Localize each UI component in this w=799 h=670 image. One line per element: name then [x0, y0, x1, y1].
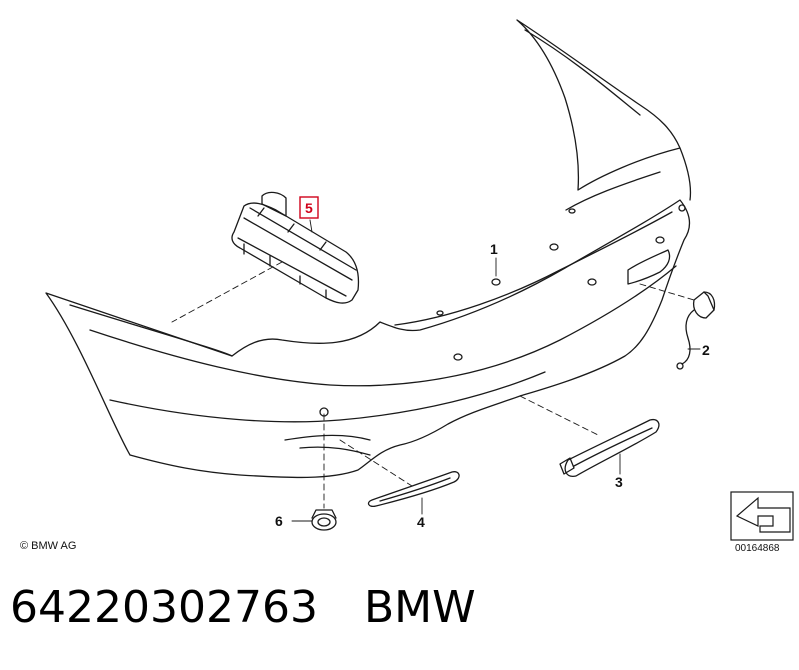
- callout-4: 4: [417, 514, 425, 530]
- copyright-notice: © BMW AG: [20, 540, 77, 552]
- sensor-hole: [568, 208, 576, 214]
- sensor-hole: [453, 353, 463, 361]
- sensor-hole: [655, 236, 665, 244]
- sensor-hole: [436, 310, 444, 316]
- bumper-side-wing: [516, 19, 692, 211]
- part-number: 64220302763: [10, 582, 318, 633]
- part-4-trim-strip: [367, 471, 460, 508]
- part-2-tow-cover: [676, 291, 716, 370]
- bumper-cover-outline: [45, 199, 691, 479]
- brand-name: BMW: [363, 582, 476, 633]
- leader-5: [309, 219, 313, 233]
- part-3-reflector: [559, 418, 660, 477]
- bumper-lower-edge: [284, 434, 371, 456]
- callout-5[interactable]: 5: [305, 200, 313, 216]
- bumper-crease: [89, 265, 677, 423]
- part-6-sensor: [311, 509, 337, 531]
- assembly-line-5: [171, 261, 283, 323]
- sensor-hole: [587, 278, 597, 286]
- callout-5-highlight-box[interactable]: [299, 196, 319, 219]
- callout-2: 2: [702, 342, 710, 358]
- sensor-hole: [549, 243, 559, 251]
- assembly-line-3: [519, 395, 601, 437]
- part-caption: 64220302763 BMW: [10, 582, 476, 634]
- direction-arrow-icon: [730, 491, 794, 541]
- callout-3: 3: [615, 474, 623, 490]
- part-5-bracket: [231, 191, 360, 304]
- callout-1: 1: [490, 241, 498, 257]
- callout-6: 6: [275, 513, 283, 529]
- diagram-reference-id: 00164868: [735, 543, 780, 554]
- assembly-line-4: [339, 439, 413, 487]
- bumper-top-edge: [69, 211, 673, 357]
- exhaust-cutout: [627, 249, 671, 285]
- sensor-hole: [678, 204, 686, 212]
- sensor-hole: [491, 278, 501, 286]
